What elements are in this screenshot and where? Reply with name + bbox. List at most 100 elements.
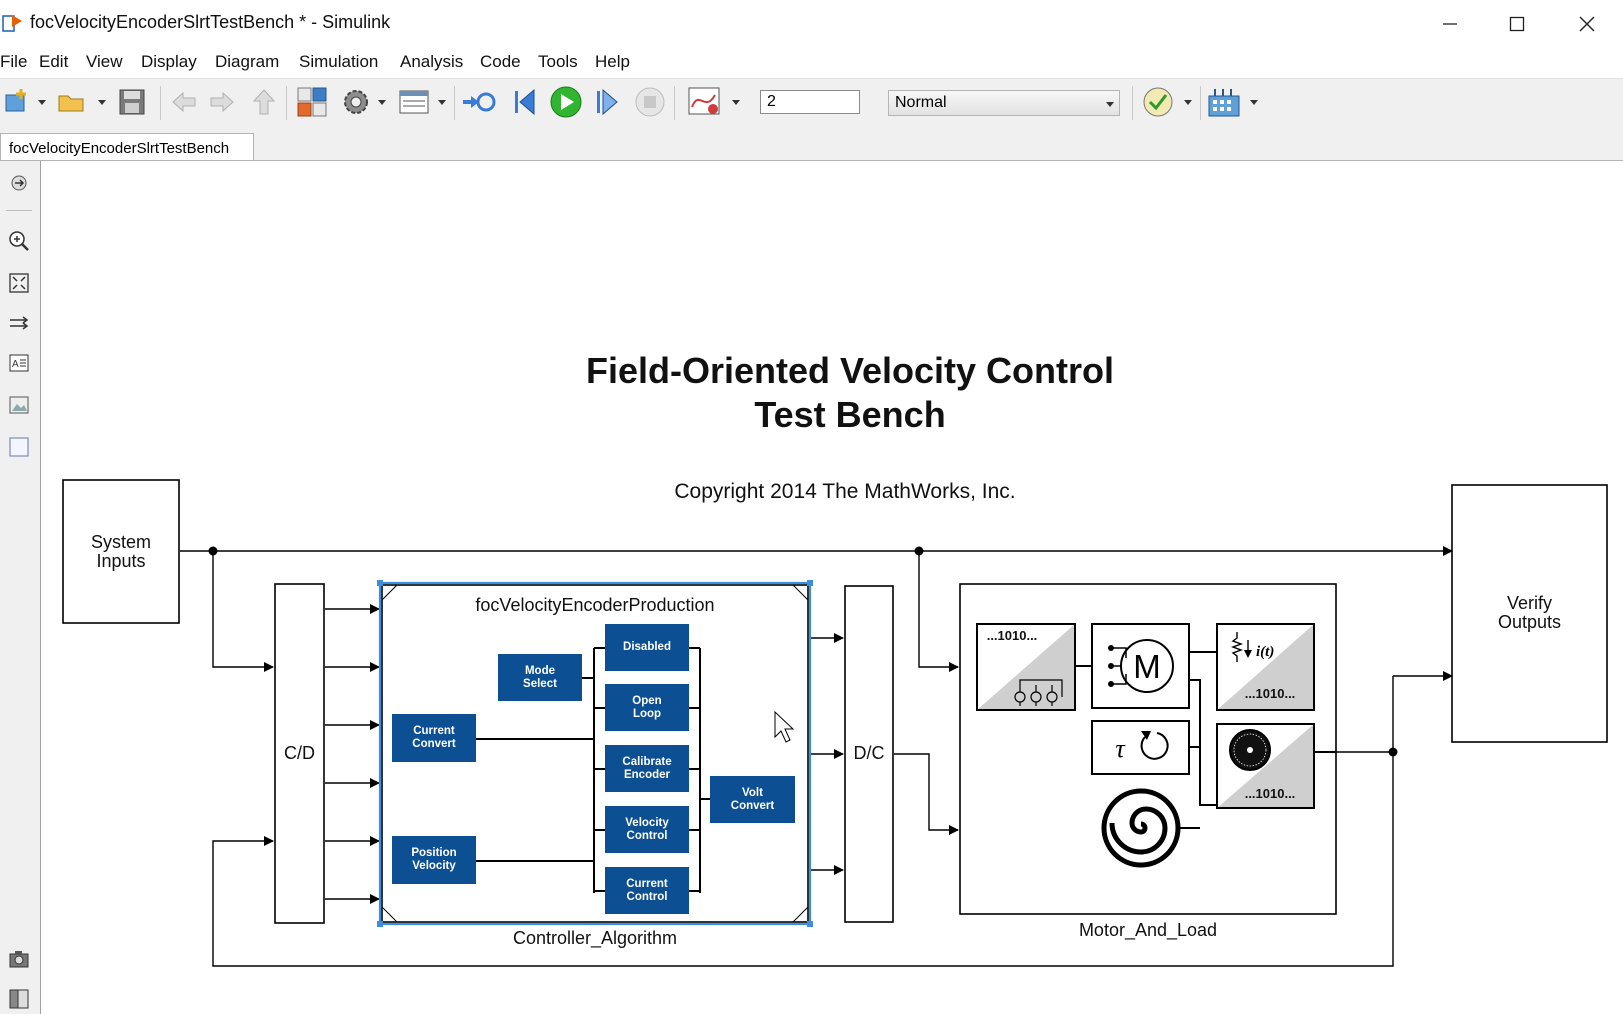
model-config-dropdown[interactable] — [376, 96, 388, 108]
tab-model[interactable]: focVelocityEncoderSlrtTestBench — [0, 133, 254, 160]
menu-display[interactable]: Display — [141, 52, 197, 71]
close-button[interactable] — [1554, 0, 1620, 48]
svg-text:A: A — [12, 359, 19, 370]
forward-button[interactable] — [204, 84, 240, 120]
simulation-mode-select[interactable]: Normal — [888, 90, 1120, 116]
menu-tools[interactable]: Tools — [538, 52, 578, 71]
menu-edit[interactable]: Edit — [39, 52, 69, 71]
disabled-block[interactable]: Disabled — [605, 624, 689, 671]
back-icon — [172, 91, 196, 113]
menu-diagram[interactable]: Diagram — [215, 52, 280, 71]
chevron-down-icon — [1106, 102, 1114, 107]
step-back-button[interactable] — [508, 84, 544, 120]
image-button[interactable] — [4, 390, 34, 420]
stop-time-field[interactable] — [760, 90, 860, 114]
open-loop-block[interactable]: Open Loop — [605, 684, 689, 731]
data-inspector-dropdown[interactable] — [730, 96, 742, 108]
model-browser-button[interactable] — [4, 984, 34, 1014]
zoom-button[interactable] — [4, 226, 34, 256]
model-explorer-button[interactable] — [396, 84, 432, 120]
volt-convert-block[interactable]: Volt Convert — [710, 776, 795, 823]
menu-code[interactable]: Code — [480, 52, 521, 71]
velocity-control-block[interactable]: Velocity Control — [605, 806, 689, 853]
selection-handles — [377, 580, 813, 927]
system-inputs-label: System Inputs — [90, 532, 151, 571]
calibrate-encoder-block[interactable]: Calibrate Encoder — [605, 745, 689, 792]
model-reference-corners — [381, 584, 809, 923]
block-palette — [0, 161, 41, 1014]
model-explorer-dropdown[interactable] — [436, 96, 448, 108]
copyright-annotation: Copyright 2014 The MathWorks, Inc. — [674, 480, 1016, 503]
signal-converter-icon — [976, 623, 1076, 711]
model-advisor-button[interactable] — [1140, 84, 1176, 120]
menu-file[interactable]: File — [0, 52, 28, 71]
library-browser-button[interactable] — [294, 84, 330, 120]
open-dropdown[interactable] — [96, 96, 108, 108]
motor-icon: M — [1091, 623, 1190, 709]
dc-block[interactable] — [844, 585, 894, 923]
route-lines-button[interactable] — [4, 308, 34, 338]
maximize-button[interactable] — [1484, 0, 1550, 48]
open-button[interactable] — [54, 84, 90, 120]
minimize-icon — [1443, 23, 1457, 25]
minimize-button[interactable] — [1417, 0, 1483, 48]
up-icon — [252, 89, 276, 115]
new-model-button[interactable] — [0, 84, 36, 120]
signal-line[interactable] — [212, 676, 1394, 967]
mode-select-block[interactable]: Mode Select — [498, 654, 582, 701]
step-back-icon — [515, 88, 535, 116]
hide-explorer-button[interactable] — [4, 168, 34, 198]
screenshot-button[interactable] — [4, 944, 34, 974]
stop-icon — [635, 87, 665, 117]
back-button[interactable] — [166, 84, 202, 120]
controller-algorithm-label: Controller_Algorithm — [512, 928, 678, 948]
stop-button[interactable] — [632, 84, 668, 120]
cd-block[interactable] — [274, 583, 325, 924]
hide-explorer-icon — [11, 175, 27, 191]
window-title: focVelocityEncoderSlrtTestBench * - Simu… — [30, 12, 391, 32]
update-diagram-button[interactable] — [460, 84, 496, 120]
branch-point — [1388, 747, 1398, 757]
image-icon — [9, 396, 29, 414]
model-browser-icon — [9, 989, 29, 1009]
annotation-icon: A — [9, 354, 29, 372]
forward-icon — [210, 91, 234, 113]
current-convert-block[interactable]: Current Convert — [392, 714, 476, 762]
system-inputs-block[interactable] — [62, 479, 180, 624]
signal-line[interactable] — [894, 753, 959, 835]
menu-help[interactable]: Help — [595, 52, 630, 71]
inner-wire — [594, 647, 605, 892]
model-config-icon — [344, 90, 368, 114]
selection-highlight — [378, 581, 812, 926]
save-button[interactable] — [114, 84, 150, 120]
current-control-block[interactable]: Current Control — [605, 867, 689, 914]
model-config-button[interactable] — [338, 84, 374, 120]
save-icon — [119, 89, 145, 115]
diagram-title-line1: Field-Oriented Velocity Control — [585, 350, 1115, 391]
build-button[interactable] — [1206, 84, 1242, 120]
model-advisor-icon — [1143, 87, 1173, 117]
new-model-dropdown[interactable] — [36, 96, 48, 108]
step-forward-button[interactable] — [590, 84, 626, 120]
data-inspector-button[interactable] — [686, 84, 722, 120]
menu-simulation[interactable]: Simulation — [299, 52, 379, 71]
mouse-cursor-icon — [774, 710, 795, 743]
model-advisor-dropdown[interactable] — [1182, 96, 1194, 108]
fit-view-button[interactable] — [4, 268, 34, 298]
menu-view[interactable]: View — [86, 52, 123, 71]
position-velocity-block[interactable]: Position Velocity — [392, 836, 476, 884]
zoom-icon — [9, 231, 29, 251]
signal-line[interactable] — [918, 551, 959, 672]
run-button[interactable] — [548, 84, 584, 120]
annotation-button[interactable]: A — [4, 348, 34, 378]
up-button[interactable] — [246, 84, 282, 120]
cd-label: C/D — [284, 743, 315, 763]
encoder-tag: ...1010... — [1244, 786, 1296, 801]
build-dropdown[interactable] — [1248, 96, 1260, 108]
verify-outputs-block[interactable] — [1451, 484, 1608, 743]
maximize-icon — [1509, 16, 1525, 32]
verify-outputs-label: Verify Outputs — [1497, 593, 1562, 632]
menu-analysis[interactable]: Analysis — [400, 52, 464, 71]
area-button[interactable] — [4, 432, 34, 462]
signal-line[interactable] — [212, 551, 274, 672]
